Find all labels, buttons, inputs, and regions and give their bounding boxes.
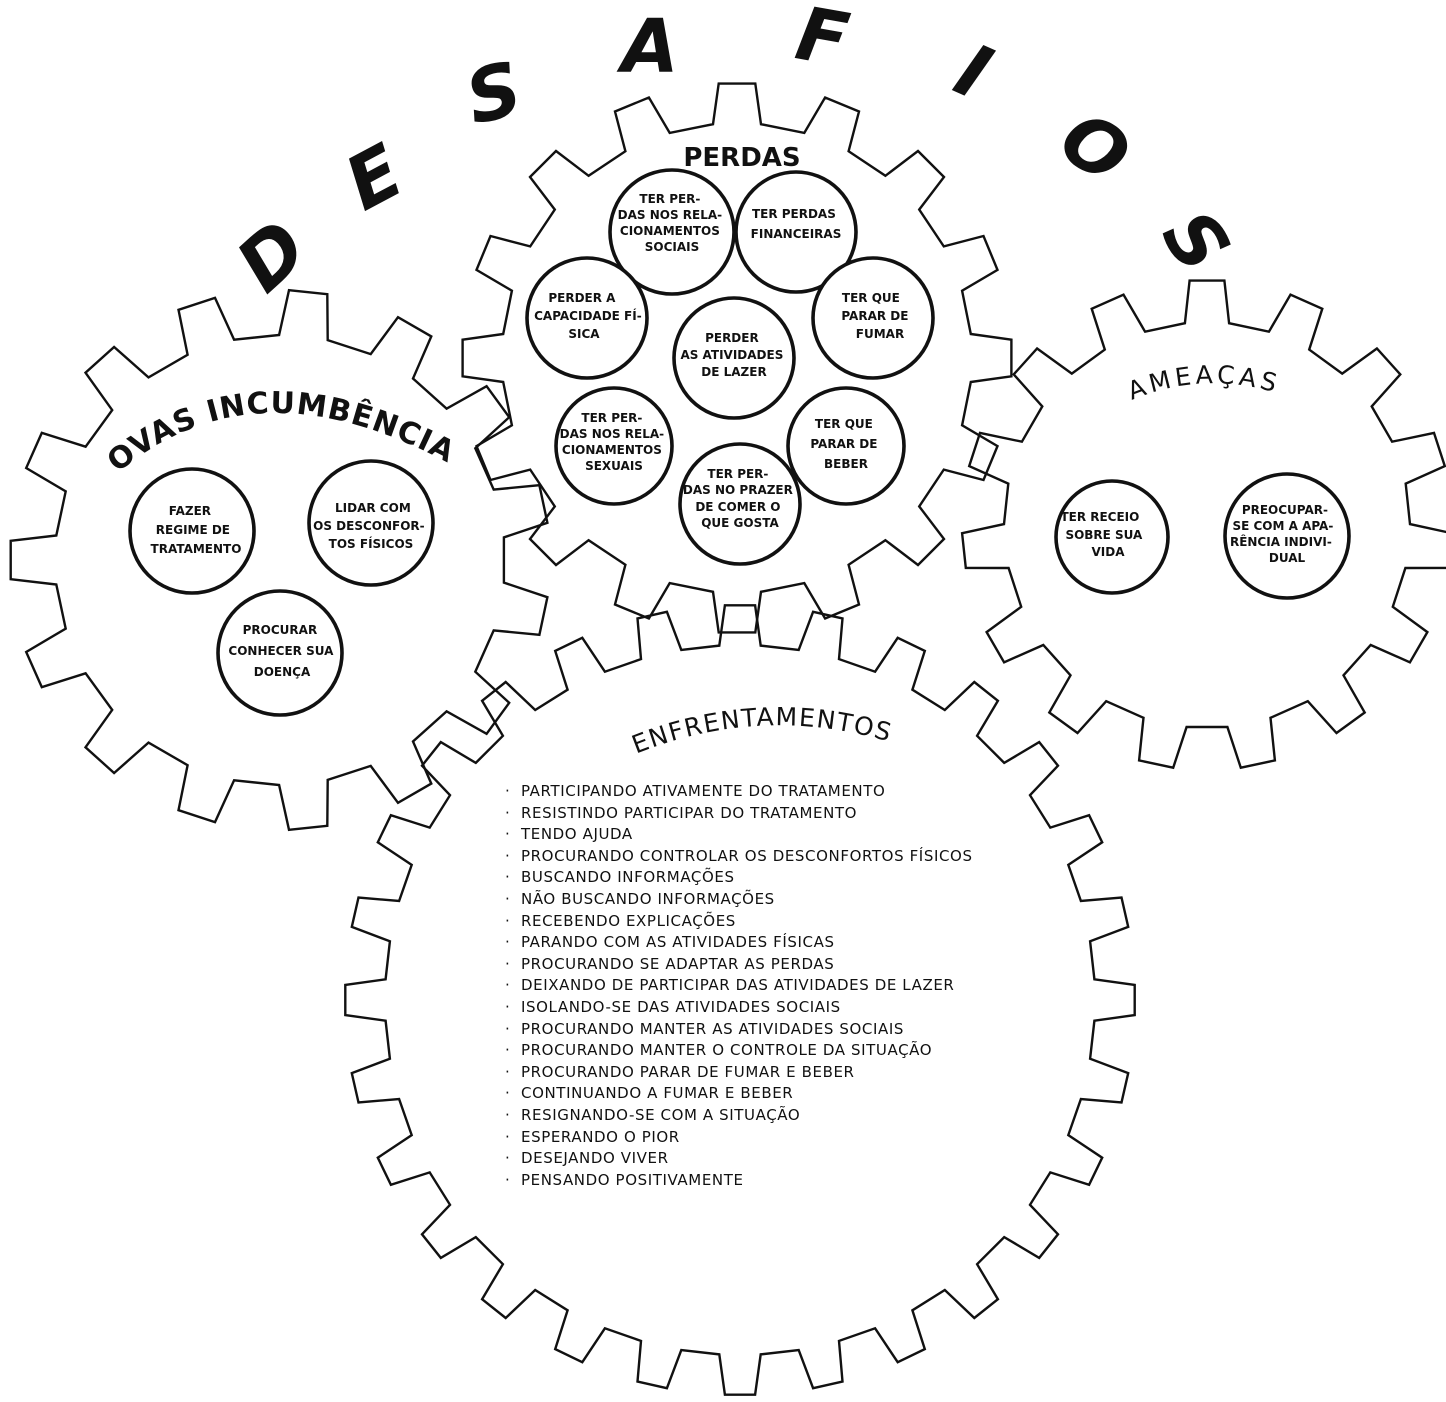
ameacas-bubble-1 — [1054, 479, 1170, 595]
ameacas-gear: AMEAÇAS TER RECEIO SOBRE SUA VIDA PREOCU… — [1054, 360, 1351, 600]
desafios-letter-2: E — [332, 128, 417, 228]
desafios-letter-7: O — [1044, 94, 1145, 201]
perdas-bubble-2 — [734, 170, 858, 294]
list-item: ·PROCURANDO MANTER O CONTROLE DA SITUAÇÃ… — [505, 1041, 933, 1060]
list-item: ·PROCURANDO SE ADAPTAR AS PERDAS — [505, 954, 835, 973]
ameacas-item-2: PREOCUPAR- SE COM A APA- RÊNCIA INDIVI- … — [1230, 503, 1338, 565]
list-item: ·RECEBENDO EXPLICAÇÕES — [505, 911, 736, 930]
perdas-item-1: TER PER- DAS NOS RELA- CIONAMENTOS SOCIA… — [618, 192, 727, 254]
list-item: ·NÃO BUSCANDO INFORMAÇÕES — [505, 889, 775, 908]
perdas-gear-outline — [461, 82, 1013, 634]
list-item: ·PROCURANDO CONTROLAR OS DESCONFORTOS FÍ… — [505, 846, 973, 865]
list-item: ·DEIXANDO DE PARTICIPAR DAS ATIVIDADES D… — [505, 976, 955, 995]
novas-bubble-1 — [128, 467, 256, 595]
list-item: ·DESEJANDO VIVER — [505, 1149, 669, 1168]
list-item: ·PARANDO COM AS ATIVIDADES FÍSICAS — [505, 933, 835, 952]
novas-incumbencias-gear: NOVAS INCUMBÊNCIAS FAZER REGIME DE TRATA… — [0, 0, 460, 717]
perdas-item-7: TER QUE PARAR DE BEBER — [810, 417, 881, 471]
perdas-item-6: TER PER- DAS NOS RELA- CIONAMENTOS SEXUA… — [560, 411, 669, 473]
list-item: ·RESISTINDO PARTICIPAR DO TRATAMENTO — [505, 803, 858, 822]
enfrentamentos-gear: ENFRENTAMENTOS — [628, 702, 896, 759]
list-item: ·PROCURANDO PARAR DE FUMAR E BEBER — [505, 1062, 855, 1081]
desafios-letter-3: S — [458, 46, 531, 142]
enfrentamentos-gear-outline — [344, 604, 1136, 1396]
perdas-item-5: TER QUE PARAR DE FUMAR — [841, 291, 912, 341]
ameacas-bubble-2 — [1223, 472, 1351, 600]
desafios-letter-6: I — [943, 27, 1003, 117]
list-item: ·ESPERANDO O PIOR — [505, 1127, 680, 1146]
list-item: ·CONTINUANDO A FUMAR E BEBER — [505, 1084, 794, 1103]
perdas-bubble-5 — [811, 256, 935, 380]
novas-item-2: LIDAR COM OS DESCONFOR- TOS FÍSICOS — [313, 501, 429, 551]
perdas-bubble-6 — [554, 386, 674, 506]
perdas-gear: PERDAS TER PER- DAS NOS RELA- CIONAMENTO… — [525, 143, 935, 566]
novas-item-3: PROCURAR CONHECER SUA DOENÇA — [228, 623, 337, 679]
novas-bubble-2 — [307, 459, 435, 587]
novas-item-1: FAZER REGIME DE TRATAMENTO — [151, 504, 242, 556]
list-item: ·BUSCANDO INFORMAÇÕES — [505, 868, 735, 887]
perdas-bubble-3 — [525, 256, 649, 380]
perdas-bubble-1 — [608, 168, 736, 296]
novas-bubble-3 — [216, 589, 344, 717]
ameacas-item-1: TER RECEIO SOBRE SUA VIDA — [1060, 510, 1146, 559]
ameacas-gear-outline — [960, 279, 1446, 770]
perdas-item-4: PERDER AS ATIVIDADES DE LAZER — [680, 331, 787, 379]
perdas-item-2: TER PERDAS FINANCEIRAS — [751, 207, 842, 241]
list-item: ·TENDO AJUDA — [505, 825, 633, 844]
desafios-letter-8: S — [1145, 195, 1246, 288]
perdas-item-8: TER PER- DAS NO PRAZER DE COMER O QUE GO… — [683, 467, 797, 530]
list-item: ·ISOLANDO-SE DAS ATIVIDADES SOCIAIS — [505, 997, 841, 1016]
enfrentamentos-title: ENFRENTAMENTOS — [628, 702, 896, 759]
list-item: ·RESIGNANDO-SE COM A SITUAÇÃO — [505, 1105, 801, 1124]
desafios-letter-4: A — [616, 4, 678, 90]
ameacas-title: AMEAÇAS — [1124, 360, 1284, 406]
perdas-bubble-4 — [672, 296, 796, 420]
novas-incumbencias-gear-outline — [9, 288, 549, 832]
perdas-bubble-7 — [786, 386, 906, 506]
perdas-bubble-8 — [678, 442, 802, 566]
perdas-item-3: PERDER A CAPACIDADE FÍ- SICA — [534, 291, 646, 341]
list-item: ·PARTICIPANDO ATIVAMENTE DO TRATAMENTO — [505, 782, 886, 800]
list-item: ·PENSANDO POSITIVAMENTE — [505, 1170, 744, 1189]
enfrentamentos-list: ·PARTICIPANDO ATIVAMENTE DO TRATAMENTO ·… — [505, 781, 1065, 1191]
list-item: ·PROCURANDO MANTER AS ATIVIDADES SOCIAIS — [505, 1019, 905, 1038]
perdas-title: PERDAS — [683, 143, 800, 173]
desafios-letter-5: F — [790, 0, 855, 84]
